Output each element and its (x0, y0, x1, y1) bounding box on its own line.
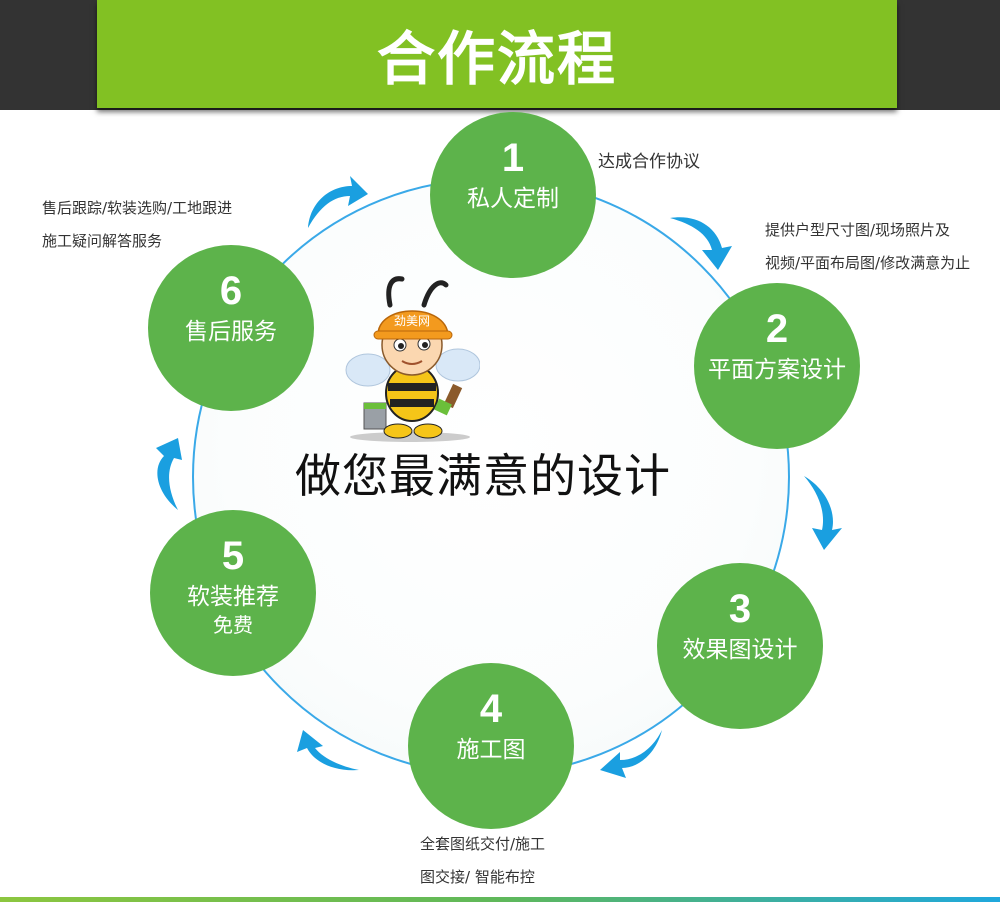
step-1-circle: 1 私人定制 (430, 112, 596, 278)
step-3-number: 3 (728, 587, 752, 631)
step-5-label: 软装推荐 (187, 584, 279, 610)
step-6-note: 售后跟踪/软装选购/工地跟进 施工疑问解答服务 (42, 199, 233, 250)
step-2-number: 2 (765, 307, 789, 351)
step-3-label: 效果图设计 (682, 637, 798, 663)
step-6-circle: 6 售后服务 (148, 245, 314, 411)
step-1-label: 私人定制 (467, 186, 559, 212)
arrow-6-to-1-icon (308, 176, 368, 228)
bee-mascot-icon: 劲美网 (345, 276, 480, 442)
step-1-number: 1 (501, 136, 525, 180)
step-4-circle: 4 施工图 (408, 663, 574, 829)
step-3-circle: 3 效果图设计 (657, 563, 823, 729)
step-4-number: 4 (479, 687, 503, 731)
step-5-number: 5 (221, 534, 245, 578)
step-5-label-2: 免费 (213, 613, 253, 637)
arrow-3-to-4-icon (600, 730, 662, 778)
arrow-2-to-3-icon (804, 476, 842, 550)
step-5-circle: 5 软装推荐 免费 (150, 510, 316, 676)
page-title: 合作流程 (376, 25, 617, 93)
step-6-label: 售后服务 (185, 319, 277, 345)
step-4-note: 全套图纸交付/施工 图交接/ 智能布控 (420, 835, 546, 886)
step-2-circle: 2 平面方案设计 (694, 283, 860, 449)
step-6-number: 6 (219, 269, 243, 313)
header-banner: 合作流程 (97, 0, 897, 108)
arrow-1-to-2-icon (670, 217, 732, 270)
step-1-note: 达成合作协议 (598, 152, 700, 172)
step-2-note: 提供户型尺寸图/现场照片及 视频/平面布局图/修改满意为止 (765, 221, 971, 272)
bottom-gradient-bar (0, 897, 1000, 902)
center-headline: 做您最满意的设计 (295, 449, 671, 503)
helmet-text: 劲美网 (394, 314, 430, 328)
step-4-label: 施工图 (456, 737, 526, 763)
arrow-5-to-6-icon (156, 438, 182, 510)
step-2-label: 平面方案设计 (708, 357, 846, 383)
arrow-4-to-5-icon (297, 730, 359, 771)
